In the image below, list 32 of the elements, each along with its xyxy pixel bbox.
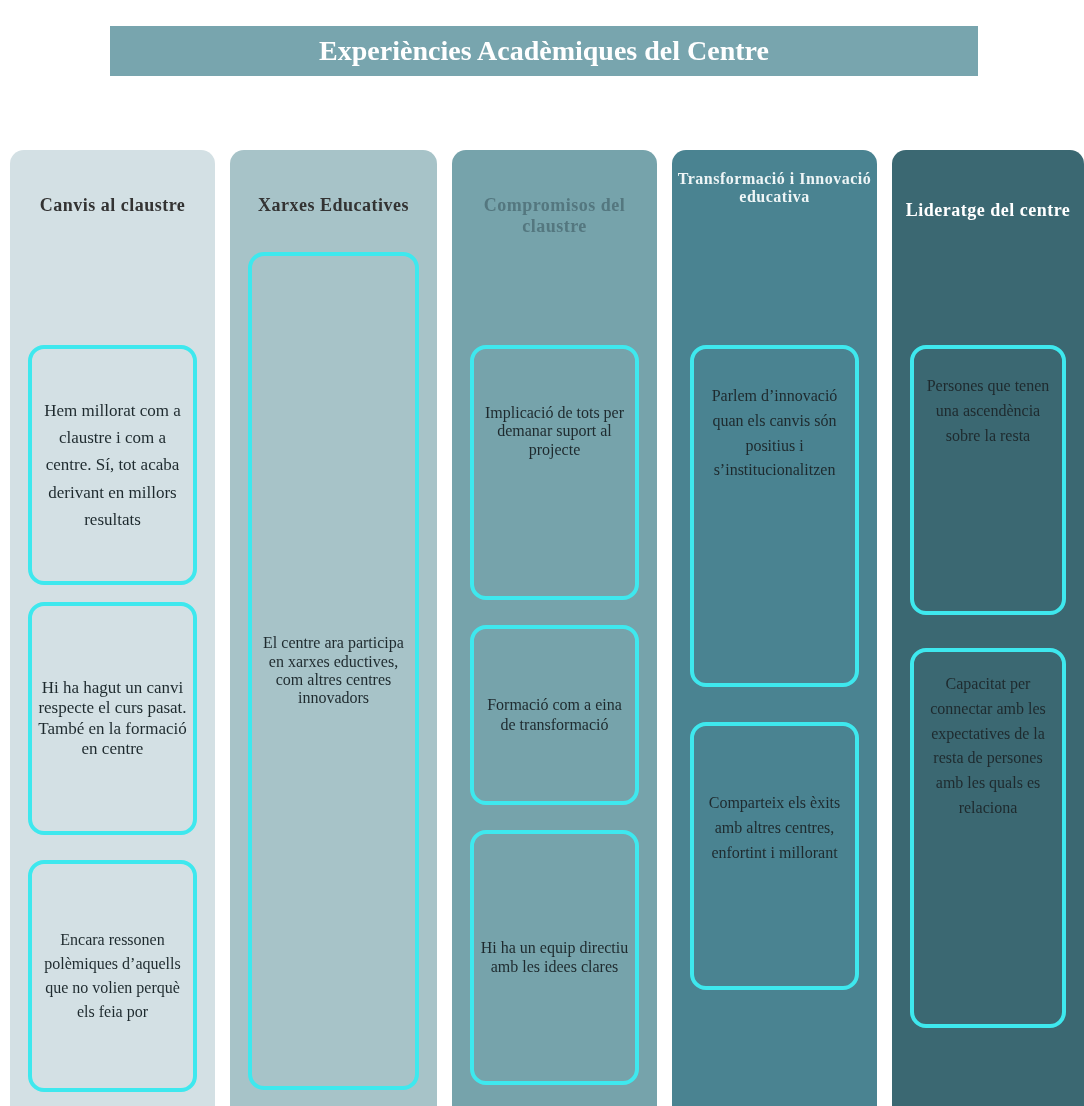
- category-column: [230, 150, 437, 1106]
- title-banner: Experiències Acadèmiques del Centre: [110, 26, 978, 76]
- text-card: [470, 625, 639, 805]
- card-text: Parlem d’innovació quan els canvis són positius i s’institucionalitzen: [710, 386, 839, 481]
- text-card: [910, 648, 1066, 1028]
- column-heading: Lideratge del centre: [904, 200, 1072, 221]
- text-card: [248, 252, 419, 1090]
- card-text: Hi ha hagut un canvi respecte el curs pasat. També en la formació en centre: [38, 677, 187, 760]
- text-card: [690, 345, 859, 687]
- card-text: Hem millorat com a claustre i com a centre. Sí, tot acaba derivant en millors resultats: [43, 400, 182, 531]
- category-column: [452, 150, 657, 1106]
- text-card: [28, 345, 197, 585]
- card-text: Capacitat per connectar amb les expectatives de la resta de persones amb les quals es relaciona: [929, 674, 1047, 818]
- card-text: Hi ha un equip directiu amb les idees clares: [480, 939, 629, 976]
- card-text: Encara ressonen polèmiques d’aquells que no volien perquè els feia por: [43, 930, 182, 1023]
- category-column: [10, 150, 215, 1106]
- card-text: Persones que tenen una ascendència sobre la resta: [925, 376, 1051, 446]
- category-column: [672, 150, 877, 1106]
- text-card: [28, 602, 197, 835]
- column-heading: Xarxes Educatives: [257, 195, 410, 216]
- text-card: [690, 722, 859, 990]
- text-card: [470, 345, 639, 600]
- text-card: [28, 860, 197, 1092]
- card-text: Formació com a eina de transformació: [486, 695, 623, 735]
- column-heading: Canvis al claustre: [38, 195, 187, 216]
- text-card: [470, 830, 639, 1085]
- card-text: Implicació de tots per demanar suport al projecte: [483, 404, 626, 460]
- column-heading: Transformació i Innovació educativa: [676, 170, 873, 207]
- card-text: El centre ara participa en xarxes eductives, com altres centres innovadors: [262, 634, 405, 708]
- text-card: [910, 345, 1066, 615]
- card-text: Comparteix els èxits amb altres centres, enfortint i millorant: [707, 793, 842, 863]
- category-column: [892, 150, 1084, 1106]
